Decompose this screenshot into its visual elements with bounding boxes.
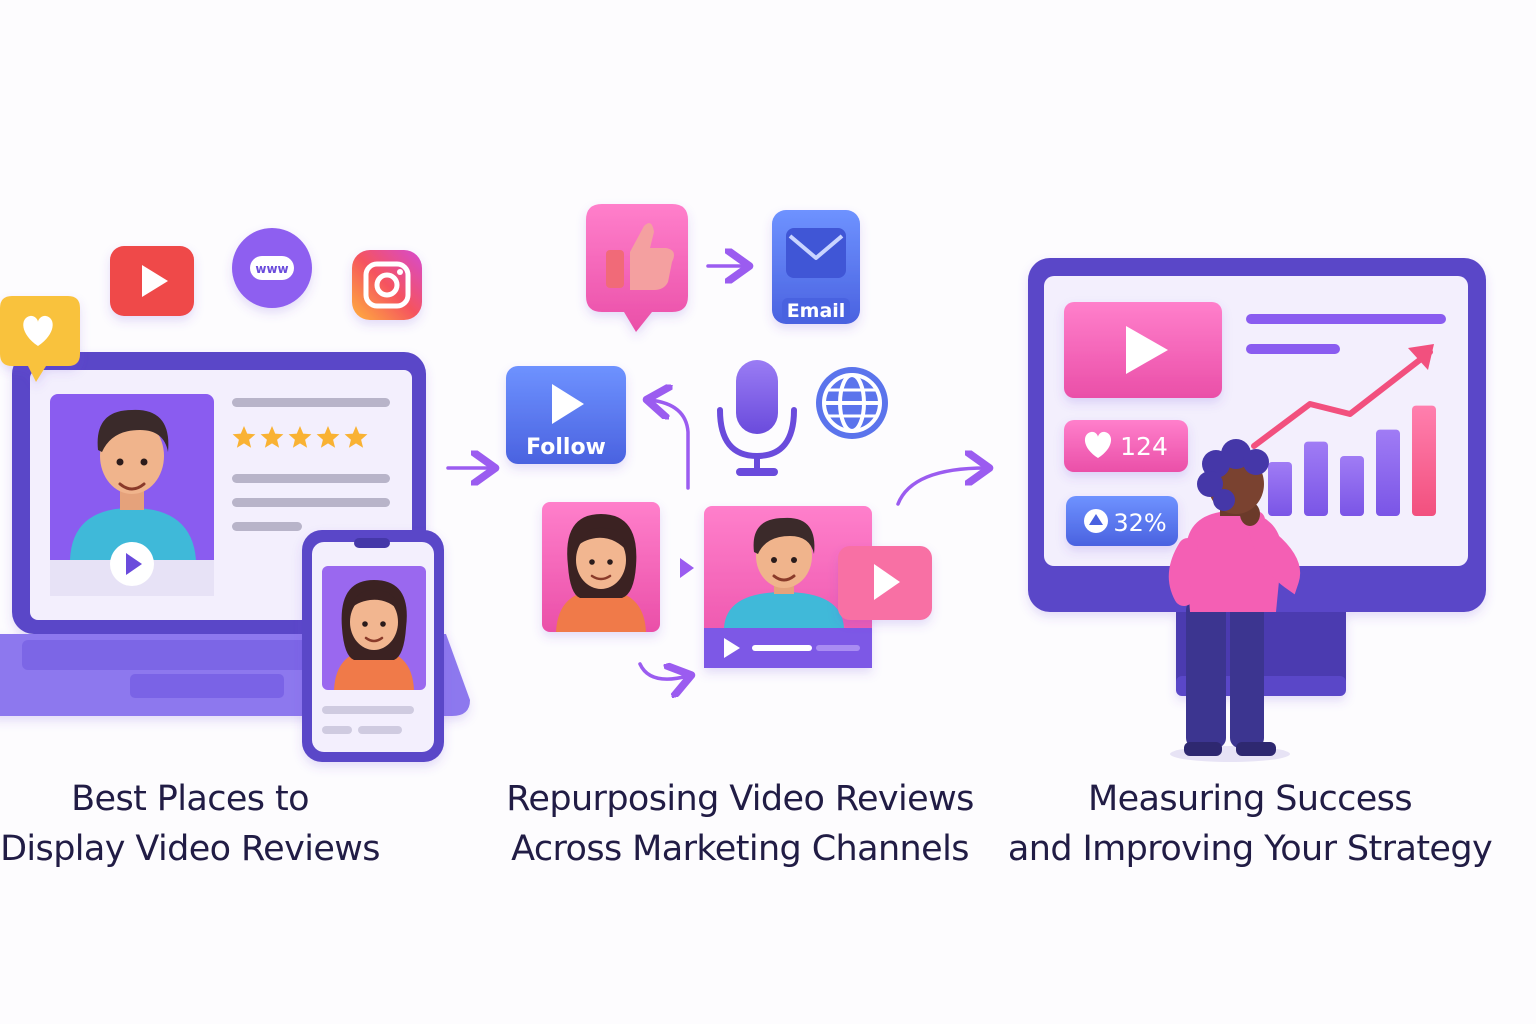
instagram-icon (374, 272, 400, 298)
section-measuring: 124 32% (1028, 258, 1486, 762)
play-icon (552, 384, 584, 424)
arrow-icon (680, 558, 694, 578)
reviewer-card-woman (542, 502, 660, 632)
instagram-badge[interactable] (352, 250, 422, 320)
star-icon (288, 426, 312, 448)
caption-repurposing: Repurposing Video Reviews Across Marketi… (480, 774, 1000, 874)
dashboard-line (1246, 344, 1340, 354)
arrow-icon (650, 400, 690, 490)
chart-bar (1340, 456, 1364, 516)
percent-value: 32% (1113, 509, 1166, 537)
caption-display-places: Best Places to Display Video Reviews (0, 774, 400, 874)
section-display-places: www (0, 228, 470, 762)
email-label: Email (787, 300, 846, 322)
email-icon (788, 234, 844, 260)
trend-arrowhead (1408, 344, 1434, 370)
chart-bar (1268, 462, 1292, 516)
heart-icon (23, 315, 53, 346)
caption-line: Across Marketing Channels (511, 829, 969, 869)
dashboard-video-tile[interactable] (1064, 302, 1222, 398)
arrow-icon (896, 468, 986, 506)
chart-icon (1089, 514, 1103, 525)
caption-line: and Improving Your Strategy (1007, 829, 1493, 869)
youtube-badge[interactable] (110, 246, 194, 316)
thumbs-up-icon (606, 223, 674, 290)
review-text-lines (232, 398, 390, 531)
likes-counter: 124 (1064, 420, 1188, 472)
video-play-badge[interactable] (838, 546, 932, 620)
section-repurposing: Email Follow (506, 204, 932, 679)
play-icon (142, 265, 168, 297)
chart-bar (1376, 429, 1400, 516)
phone (302, 530, 444, 762)
person-thinking (1168, 439, 1300, 762)
heart-badge (0, 296, 80, 382)
follow-badge[interactable]: Follow (506, 366, 626, 464)
caption-measuring: Measuring Success and Improving Your Str… (1000, 774, 1500, 874)
microphone-icon (717, 360, 797, 476)
star-icon (344, 426, 368, 448)
person-avatar-icon (334, 580, 414, 690)
star-icon (260, 426, 284, 448)
trend-arrow-icon (1251, 349, 1433, 449)
play-icon (1126, 326, 1168, 374)
star-rating (232, 426, 368, 448)
arrow-icon (638, 664, 688, 679)
bar-chart (1268, 405, 1436, 516)
play-icon (126, 553, 142, 575)
caption-line: Best Places to (71, 779, 309, 819)
star-icon (316, 426, 340, 448)
play-icon (874, 564, 900, 600)
follow-label: Follow (526, 435, 606, 460)
reviewer-video-card (704, 506, 872, 668)
caption-line: Measuring Success (1088, 779, 1413, 819)
chart-bar (1304, 441, 1328, 516)
chat-bubble-icon: www (255, 262, 288, 276)
person-avatar-icon (70, 409, 196, 560)
caption-line: Repurposing Video Reviews (506, 779, 974, 819)
heart-icon (1084, 431, 1112, 458)
likes-count: 124 (1120, 432, 1168, 461)
chat-bubble-badge[interactable]: www (232, 228, 312, 308)
star-icon (232, 426, 256, 448)
thumbs-up-badge[interactable] (586, 204, 688, 332)
globe-icon (816, 367, 888, 439)
play-icon (724, 638, 740, 658)
chart-bar (1412, 405, 1436, 516)
laptop-video-card (50, 394, 214, 596)
dashboard-line (1246, 314, 1446, 324)
percent-counter: 32% (1066, 496, 1178, 546)
email-badge[interactable]: Email (772, 210, 860, 324)
caption-line: Display Video Reviews (0, 829, 380, 869)
